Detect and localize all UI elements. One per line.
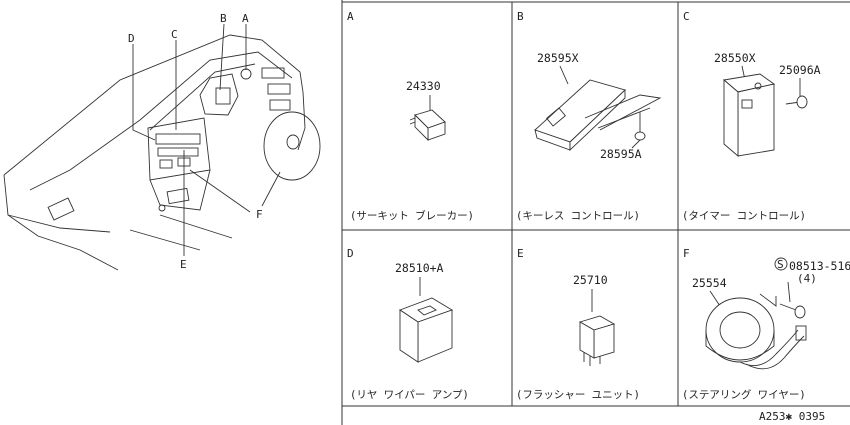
panel-c-letter: C [683,10,690,23]
part-number-25096a: 25096A [779,63,821,77]
quantity-4: (4) [797,272,817,285]
screw-symbol-icon: S [774,257,788,271]
steering-wire-assembly [705,293,807,370]
callout-d: D [128,32,135,45]
callout-f: F [256,208,263,221]
callout-e: E [180,258,187,271]
part-number-28510a: 28510+A [395,261,444,275]
caption-circuit-breaker: (サーキット ブレーカー) [350,209,474,222]
panel-a: A 24330 (サーキット ブレーカー) [347,10,474,222]
caption-steering-wire: (ステアリング ワイヤー) [682,388,806,401]
part-number-28595a: 28595A [600,147,642,161]
part-number-08513-51642: 08513-51642 [789,259,850,273]
part-number-28595x: 28595X [537,51,579,65]
panel-b-letter: B [517,10,524,23]
screw-08513 [779,303,806,319]
caption-keyless-control: (キーレス コントロール) [516,210,640,222]
panel-grid [341,0,850,425]
diagram-id: A253✱ 0395 [759,410,825,423]
part-number-25554: 25554 [692,276,727,290]
timer-control-module [722,73,776,157]
circuit-breaker-part [409,109,446,142]
callout-b: B [220,12,227,25]
callout-a: A [242,12,249,25]
caption-flasher-unit: (フラッシャー ユニット) [516,389,640,401]
panel-c: C 28550X 25096A (タイマー コントロール) [682,10,821,222]
caption-timer-control: (タイマー コントロール) [682,210,806,222]
panel-f: F S 08513-51642 (4) 25554 (ステアリング ワイヤー) [682,247,850,401]
panel-e-letter: E [517,247,524,260]
part-number-28550x: 28550X [714,51,756,65]
part-number-25710: 25710 [573,273,608,287]
panel-d: D 28510+A (リヤ ワイパー アンプ) [347,247,469,401]
panel-e: E 25710 (フラッシャー ユニット) [516,247,640,401]
screw-25096a [785,95,808,109]
rear-wiper-amp [399,297,454,363]
callout-c: C [171,28,178,41]
keyless-control-module [534,79,662,152]
panel-d-letter: D [347,247,354,260]
screw-28595a [634,112,646,141]
dashboard-overview [3,23,321,271]
caption-rear-wiper-amp: (リヤ ワイパー アンプ) [350,389,469,401]
panel-a-letter: A [347,10,354,23]
panel-f-letter: F [683,247,690,260]
panel-b: B 28595X 28595A (キーレス コントロール) [516,10,662,222]
flasher-unit [578,315,616,366]
part-number-24330: 24330 [406,79,441,93]
svg-text:S: S [777,258,784,271]
